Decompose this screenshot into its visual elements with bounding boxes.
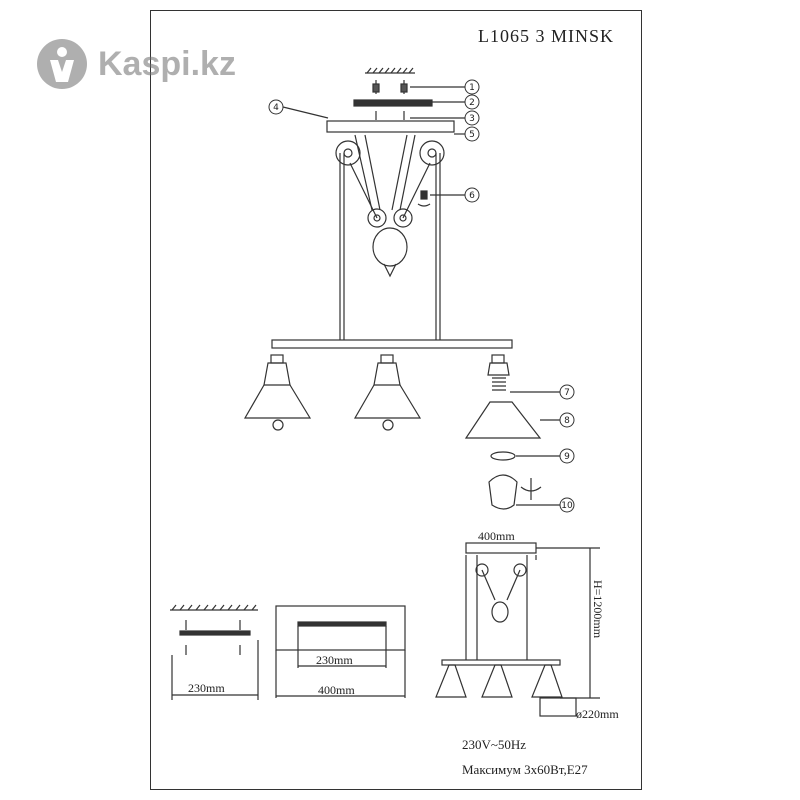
callout-3 bbox=[464, 110, 480, 126]
callout-2-label: 2 bbox=[469, 98, 475, 108]
callout-9 bbox=[559, 448, 575, 464]
mount-detail bbox=[170, 604, 259, 700]
mounting-bar bbox=[353, 99, 433, 107]
dim-canopy-outer: 400mm bbox=[318, 683, 355, 697]
lamp-middle bbox=[353, 354, 422, 431]
lamp-right-exploded bbox=[464, 354, 542, 510]
callout-6 bbox=[464, 187, 480, 203]
mid-pulley-left bbox=[367, 208, 387, 228]
canopy-detail bbox=[275, 605, 406, 698]
callout-6-label: 6 bbox=[469, 191, 475, 201]
callout-9-label: 9 bbox=[564, 452, 570, 462]
watermark-text: Kaspi.kz bbox=[98, 44, 236, 83]
callout-8-label: 8 bbox=[564, 416, 570, 426]
dim-canopy-inner: 230mm bbox=[316, 653, 353, 667]
kaspi-logo-icon bbox=[37, 39, 87, 89]
callout-4-label: 4 bbox=[273, 103, 279, 113]
watermark: Kaspi.kz bbox=[36, 38, 236, 90]
lamp-bar bbox=[271, 339, 513, 349]
dim-shade-diameter: ø220mm bbox=[576, 707, 619, 721]
callout-10 bbox=[559, 497, 575, 513]
dim-mount-small: 230mm bbox=[188, 681, 225, 695]
spec-voltage: 230V~50Hz bbox=[462, 737, 527, 752]
assembled-view bbox=[435, 542, 600, 717]
counterweight bbox=[372, 227, 408, 267]
cable-stop bbox=[420, 190, 428, 200]
callout-3-label: 3 bbox=[469, 114, 475, 124]
callout-5-label: 5 bbox=[469, 130, 475, 140]
dim-height: H=1200mm bbox=[591, 580, 605, 639]
callout-leaders bbox=[282, 86, 560, 506]
callout-1 bbox=[464, 79, 480, 95]
lamp-left bbox=[243, 354, 312, 431]
callout-1-label: 1 bbox=[469, 83, 475, 93]
canopy bbox=[326, 120, 455, 133]
callout-8 bbox=[559, 412, 575, 428]
model-title: L1065 3 MINSK bbox=[478, 26, 615, 46]
callout-5 bbox=[464, 126, 480, 142]
screw-icons bbox=[372, 80, 408, 94]
callout-7-label: 7 bbox=[564, 388, 570, 398]
spec-max-power: Максимум 3х60Вт,E27 bbox=[462, 762, 588, 777]
drawing-frame bbox=[150, 10, 642, 790]
callout-4 bbox=[268, 99, 284, 115]
callout-10-label: 10 bbox=[561, 501, 573, 511]
callout-2 bbox=[464, 94, 480, 110]
dim-top-width: 400mm bbox=[478, 529, 515, 543]
mid-pulley-right bbox=[393, 208, 413, 228]
ceiling-hatch bbox=[365, 67, 415, 74]
callout-7 bbox=[559, 384, 575, 400]
